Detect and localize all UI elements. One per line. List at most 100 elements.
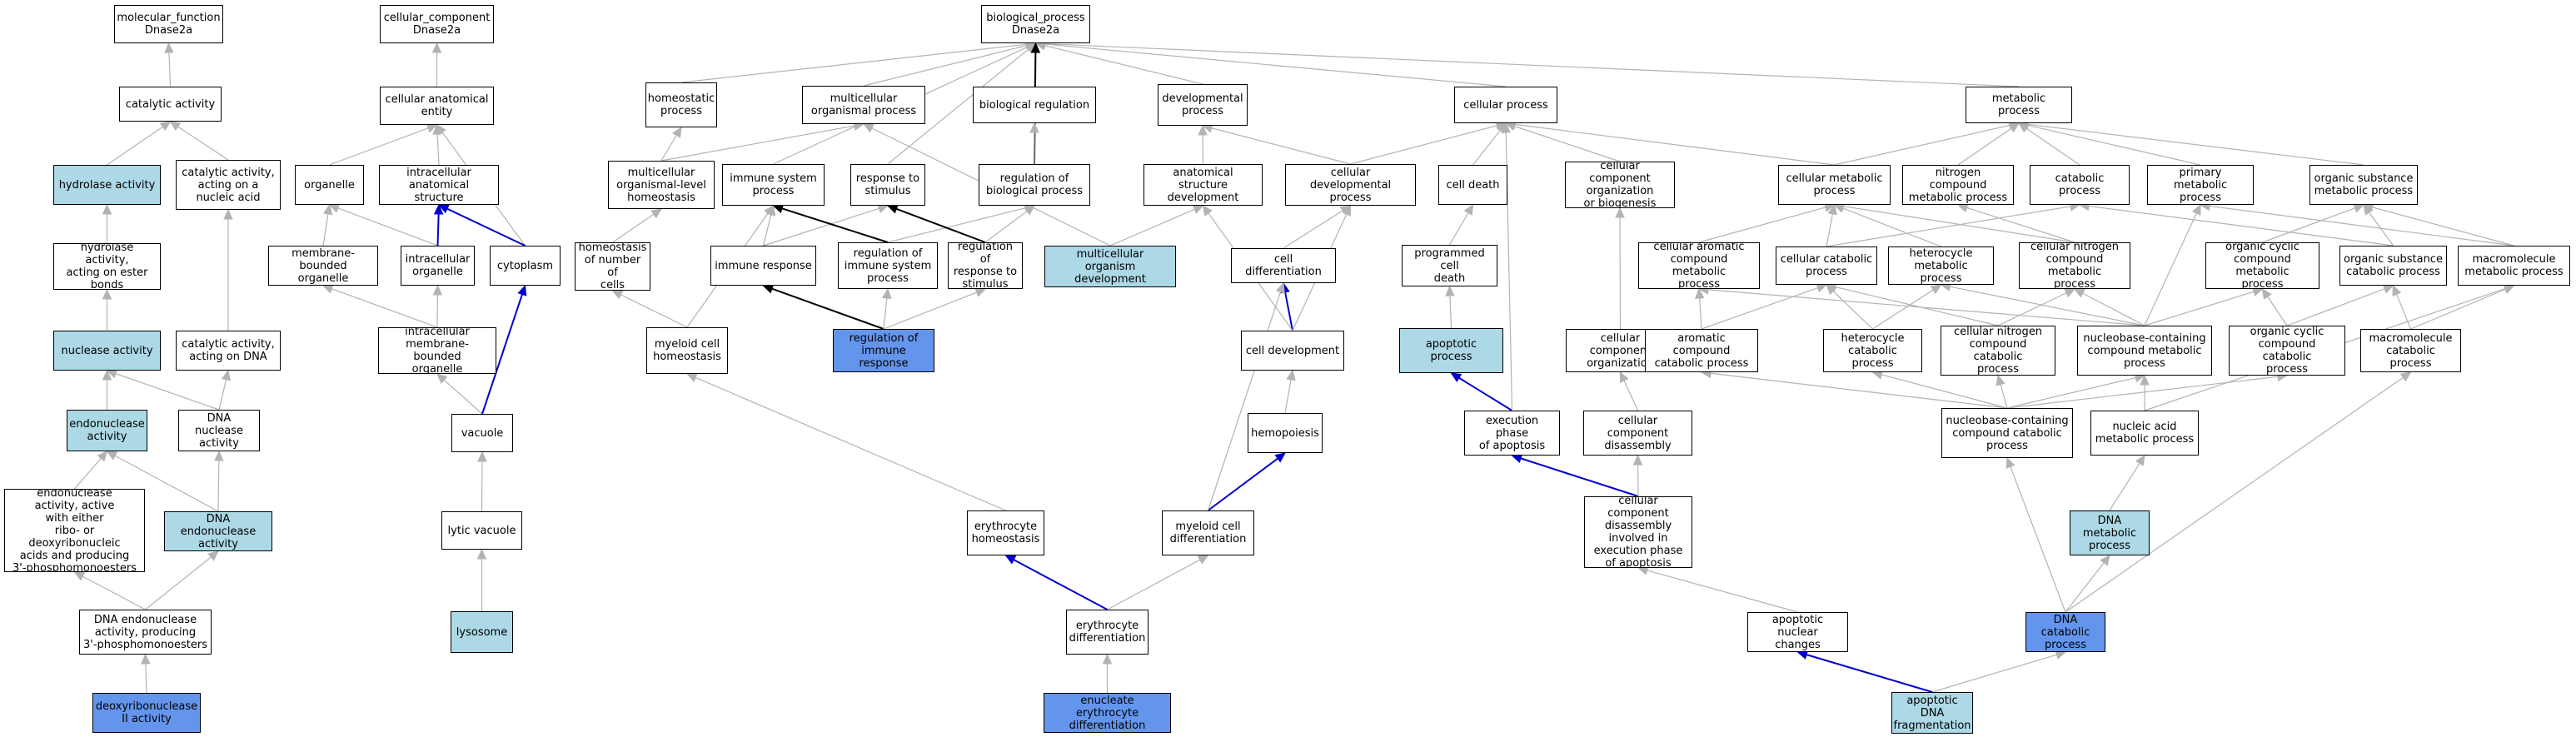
arrowhead-reg_resp_stim-to-resp_stim <box>886 204 899 214</box>
node-cellular-nitrogen-compound-metabolic-process: cellular nitrogen compound metabolic pro… <box>2019 242 2130 289</box>
arrowhead-multi_dev-to-multi_org <box>862 123 874 133</box>
edge-myeloid_homeo-to-homeo_cells <box>620 294 688 328</box>
node-immune-system-process: immune system process <box>722 164 825 206</box>
edge-prog_death-to-cell_death <box>1448 212 1469 246</box>
edge-reg_resp_stim-to-resp_stim <box>895 207 986 243</box>
arrowhead-dna_nuclease-to-cat_dna <box>221 369 232 381</box>
edge-cell_dev_proc-to-cell_proc <box>1350 125 1497 165</box>
arrowhead-hydrolase-to-catalytic <box>159 121 172 132</box>
node-dna-endonuclease-3p: DNA endonuclease activity, producing 3'-… <box>79 610 212 655</box>
edge-dna_metab-to-nucacid_metab <box>2109 462 2140 511</box>
edge-cell_catab-to-cell_metab <box>1826 213 1834 247</box>
arrowhead-ery_diff-to-ery_homeo <box>1004 555 1017 565</box>
edge-membrane_org-to-organelle <box>322 213 329 246</box>
node-dna-nuclease-activity: DNA nuclease activity <box>178 410 260 451</box>
node-biological-regulation: biological regulation <box>973 87 1096 123</box>
edge-dna_endo_3p-to-dna_endo <box>145 556 212 610</box>
arrowhead-lysosome-to-lytic_vac <box>476 548 487 560</box>
arrowhead-nucbase_metab-to-cell_nitro_metab <box>2073 288 2085 298</box>
edge-macro_catab-to-macro_metab <box>2410 288 2506 330</box>
edge-cell_nitro_catab-to-cell_nitro_metab <box>1997 292 2067 326</box>
edge-apop_nuc-to-cc_dis_exec <box>1647 570 1798 613</box>
node-cellular-anatomical-entity: cellular anatomical entity <box>380 87 494 125</box>
arrowhead-dna_metab-to-nucacid_metab <box>2135 454 2145 466</box>
edge-vacuole-to-cytoplasm <box>481 294 523 415</box>
node-heterocycle-metabolic-process: heterocycle metabolic process <box>1888 246 1994 285</box>
edge-cell_death-to-cell_proc <box>1472 130 1501 166</box>
arrowhead-myeloid_diff-to-hemopoiesis <box>1274 452 1286 463</box>
node-myeloid-cell-differentiation: myeloid cell differentiation <box>1162 510 1254 555</box>
edge-cat_nucleic-to-catalytic <box>177 126 229 161</box>
node-membrane-bounded-organelle: membrane-bounded organelle <box>268 246 378 286</box>
edge-nucbase_catab-to-nucbase_metab <box>2006 376 2136 409</box>
node-primary-metabolic-process: primary metabolic process <box>2147 165 2254 205</box>
arrowhead-cc_dis_exec-to-cc_disassembly <box>1632 454 1643 466</box>
edge-nucbase_metab-to-primary_metab <box>2144 212 2197 326</box>
arrowhead-nitro_metab-to-metab <box>2008 122 2020 133</box>
arrowhead-dnase2-to-dna_endo_3p <box>141 653 151 665</box>
arrowhead-apoptotic-to-prog_death <box>1445 285 1455 296</box>
arrowhead-cell_nitro_catab-to-cell_nitro_metab <box>2064 288 2076 298</box>
node-homeostasis-of-number-of-cells: homeostasis of number of cells <box>575 242 650 291</box>
edge-intra_org-to-organelle <box>337 207 438 246</box>
arrowhead-intra_mem_org-to-intra_org <box>432 284 443 296</box>
edge-hemopoiesis-to-cell_devel <box>1284 379 1292 414</box>
arrowhead-dna_endo-to-dna_nuclease <box>214 450 224 461</box>
node-organelle: organelle <box>295 165 364 205</box>
arrowhead-nucacid_metab-to-nucbase_metab <box>2140 374 2150 386</box>
node-hydrolase-activity: hydrolase activity <box>53 165 161 205</box>
node-nucleobase-containing-compound-catabolic-process: nucleobase-containing compound catabolic… <box>1941 408 2073 458</box>
node-dna-catabolic-process: DNA catabolic process <box>2025 612 2105 652</box>
arrowhead-dna_endo_3p-to-dna_endo <box>207 550 219 561</box>
arrowhead-dna_endo-to-endonuclease <box>106 451 118 461</box>
node-endonuclease-activity: endonuclease activity <box>67 410 147 451</box>
edge-homeo_cells-to-multi_homeo <box>612 213 655 243</box>
edge-nucbase_metab-to-cell_nitro_metab <box>2082 292 2145 326</box>
edge-dna_nuclease-to-nuclease <box>115 373 220 411</box>
node-lytic-vacuole: lytic vacuole <box>441 511 522 550</box>
node-programmed-cell-death: programmed cell death <box>1402 245 1497 286</box>
edge-dev_proc-to-bp_root <box>1044 45 1203 85</box>
node-cellular-developmental-process: cellular developmental process <box>1285 164 1416 206</box>
edge-org_cyc_catab-to-org_cyc_metab <box>2267 296 2288 326</box>
node-regulation-of-response-to-stimulus: regulation of response to stimulus <box>948 242 1023 289</box>
node-execution-phase-of-apoptosis: execution phase of apoptosis <box>1464 411 1560 456</box>
edge-homeostatic-to-bp_root <box>680 43 1027 83</box>
node-cell-death: cell death <box>1438 165 1507 205</box>
edge-cell_catab-to-catab <box>1826 206 2071 247</box>
edge-hydrolase-to-catalytic <box>107 126 163 166</box>
arrowhead-nucbase_catab-to-cell_nitro_catab <box>1996 374 2005 386</box>
arrowhead-reg_immune_sys-to-immune_sys <box>772 204 785 214</box>
node-hemopoiesis: hemopoiesis <box>1248 413 1323 453</box>
edge-nucbase_catab-to-org_cyc_catab <box>2006 376 2279 409</box>
node-organic-substance-catabolic-process: organic substance catabolic process <box>2339 246 2447 286</box>
edge-multi_homeo-to-multi_org <box>660 125 855 162</box>
arrowhead-arom_catab-to-arom_metab <box>1694 287 1705 299</box>
edge-dna_endo-to-dna_nuclease <box>217 460 220 512</box>
arrowhead-cat_nucleic-to-catalytic <box>169 121 182 132</box>
node-nitrogen-compound-metabolic-process: nitrogen compound metabolic process <box>1902 165 2014 205</box>
node-cellular-component-disassembly-execution-phase: cellular component disassembly involved … <box>1584 496 1692 568</box>
arrowhead-reg_immune_resp-to-reg_resp_stim <box>974 287 987 297</box>
node-intracellular-organelle: intracellular organelle <box>401 246 475 286</box>
edge-apoptotic-to-prog_death <box>1449 295 1452 329</box>
edge-org_cyc_catab-to-org_sub_catab <box>2286 288 2385 326</box>
arrowhead-hyd_ester-to-hydrolase <box>102 203 112 215</box>
arrowhead-cell_devel-to-cell_dev_proc <box>1342 204 1352 217</box>
edge-reg_immune_sys-to-reg_bio <box>887 207 1026 243</box>
arrowhead-intra_org-to-intra_anat <box>433 203 444 215</box>
node-macromolecule-catabolic-process: macromolecule catabolic process <box>2360 329 2461 372</box>
node-intracellular-membrane-bounded-organelle: intracellular membrane-bounded organelle <box>378 327 496 374</box>
edge-dna_catab-to-macro_catab <box>2065 376 2404 613</box>
arrowhead-macro_catab-to-org_sub_catab <box>2392 284 2402 296</box>
edge-immune_resp-to-resp_stim <box>763 207 879 246</box>
node-regulation-of-immune-system-process: regulation of immune system process <box>838 242 938 289</box>
arrowhead-cc_dis_exec-to-exec_apop <box>1511 454 1523 464</box>
edge-dna_catab-to-nucbase_catab <box>2010 466 2066 613</box>
edge-dna_nuclease-to-cat_dna <box>218 379 227 411</box>
arrowhead-intra_mem_org-to-membrane_org <box>321 284 334 294</box>
edge-cc_dis_exec-to-exec_apop <box>1520 457 1639 497</box>
edge-cc_disassembly-to-cc_org <box>1623 380 1639 411</box>
node-endonuclease-activity-active: endonuclease activity, active with eithe… <box>4 489 145 572</box>
edge-dna_endo-to-endonuclease <box>114 455 219 512</box>
